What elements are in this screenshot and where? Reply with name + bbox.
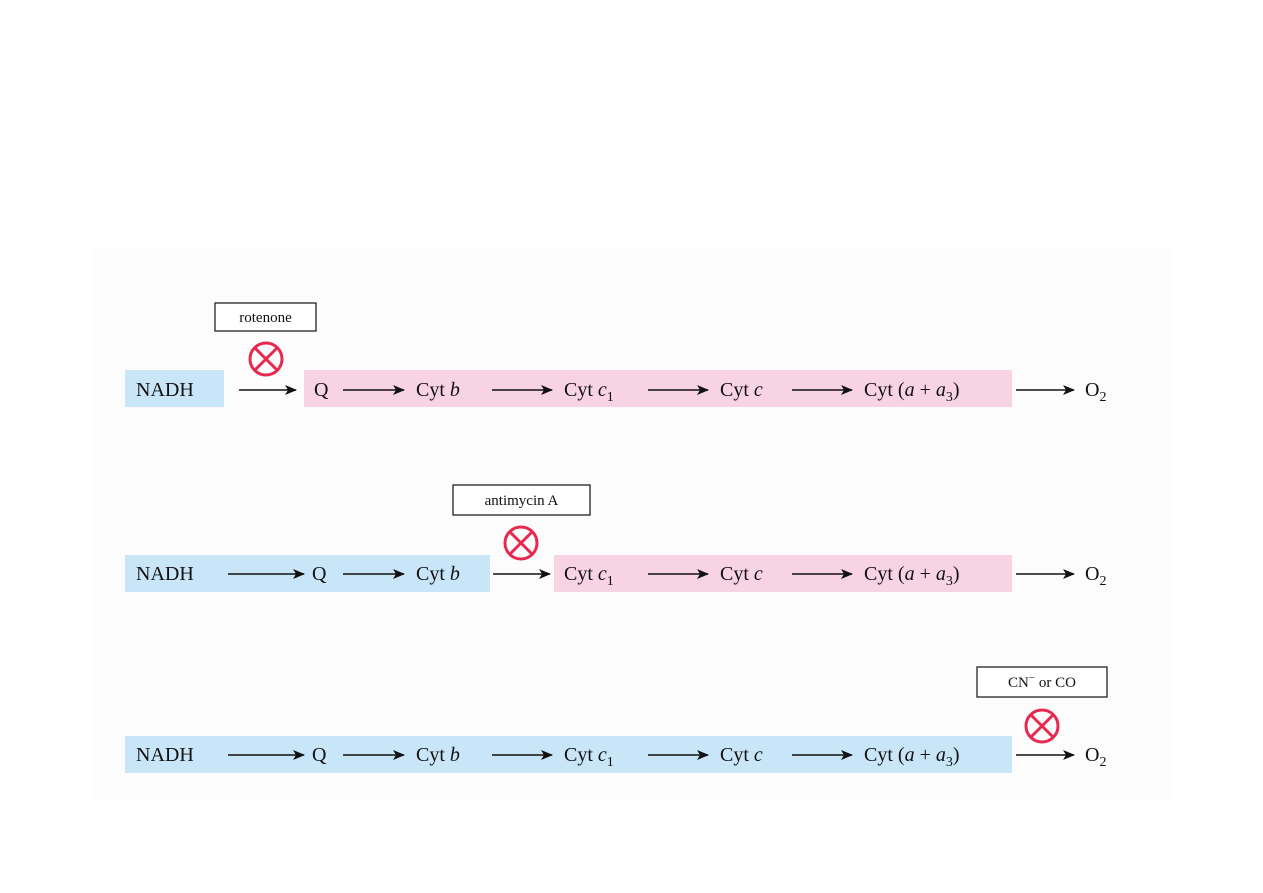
- nadh-label: NADH: [136, 379, 194, 401]
- cyt-c1-label: Cyt c1: [564, 379, 614, 405]
- q-label: Q: [312, 744, 327, 766]
- inhibitor-label-antimycin: antimycin A: [485, 493, 559, 509]
- o2-label: O2: [1085, 563, 1106, 589]
- nadh-label: NADH: [136, 563, 194, 585]
- cyt-c-label: Cyt c: [720, 379, 763, 401]
- diagram-panel: [92, 248, 1172, 800]
- cyt-c1-label: Cyt c1: [564, 744, 614, 770]
- cyt-b-label: Cyt b: [416, 563, 460, 585]
- inhibitor-label-box: [976, 666, 1108, 698]
- oxidized-highlight: [125, 370, 224, 407]
- cyt-c1-label: Cyt c1: [564, 563, 614, 589]
- nadh-label: NADH: [136, 744, 194, 766]
- inhibitor-label-rotenone: rotenone: [239, 310, 292, 326]
- circled-x-icon: [248, 341, 284, 377]
- cyt-c-label: Cyt c: [720, 744, 763, 766]
- o2-label: O2: [1085, 379, 1106, 405]
- reduced-highlight: [304, 370, 1012, 407]
- inhibitor-label-box: [214, 302, 317, 332]
- oxidized-highlight: [125, 555, 490, 592]
- cyt-b-label: Cyt b: [416, 379, 460, 401]
- cyt-aa3-label: Cyt (a + a3): [864, 744, 960, 770]
- q-label: Q: [312, 563, 327, 585]
- row-cyanide: CN− or CO NADH Q Cyt b Cyt c1 Cyt c Cyt …: [125, 666, 1108, 773]
- cyt-b-label: Cyt b: [416, 744, 460, 766]
- row-antimycin: antimycin A NADH Q Cyt b Cyt c1 Cyt c Cy…: [125, 484, 1106, 592]
- o2-label: O2: [1085, 744, 1106, 770]
- cyt-c-label: Cyt c: [720, 563, 763, 585]
- row-rotenone: rotenone NADH Q Cyt b Cyt c1 Cyt c Cyt (…: [125, 302, 1106, 407]
- reduced-highlight: [554, 555, 1012, 592]
- inhibitor-label-box: [452, 484, 591, 516]
- q-label: Q: [314, 379, 329, 401]
- inhibitor-label-cyanide: CN− or CO: [1008, 672, 1076, 691]
- cyt-aa3-label: Cyt (a + a3): [864, 379, 960, 405]
- circled-x-icon: [1024, 708, 1060, 744]
- circled-x-icon: [503, 525, 539, 561]
- cyt-aa3-label: Cyt (a + a3): [864, 563, 960, 589]
